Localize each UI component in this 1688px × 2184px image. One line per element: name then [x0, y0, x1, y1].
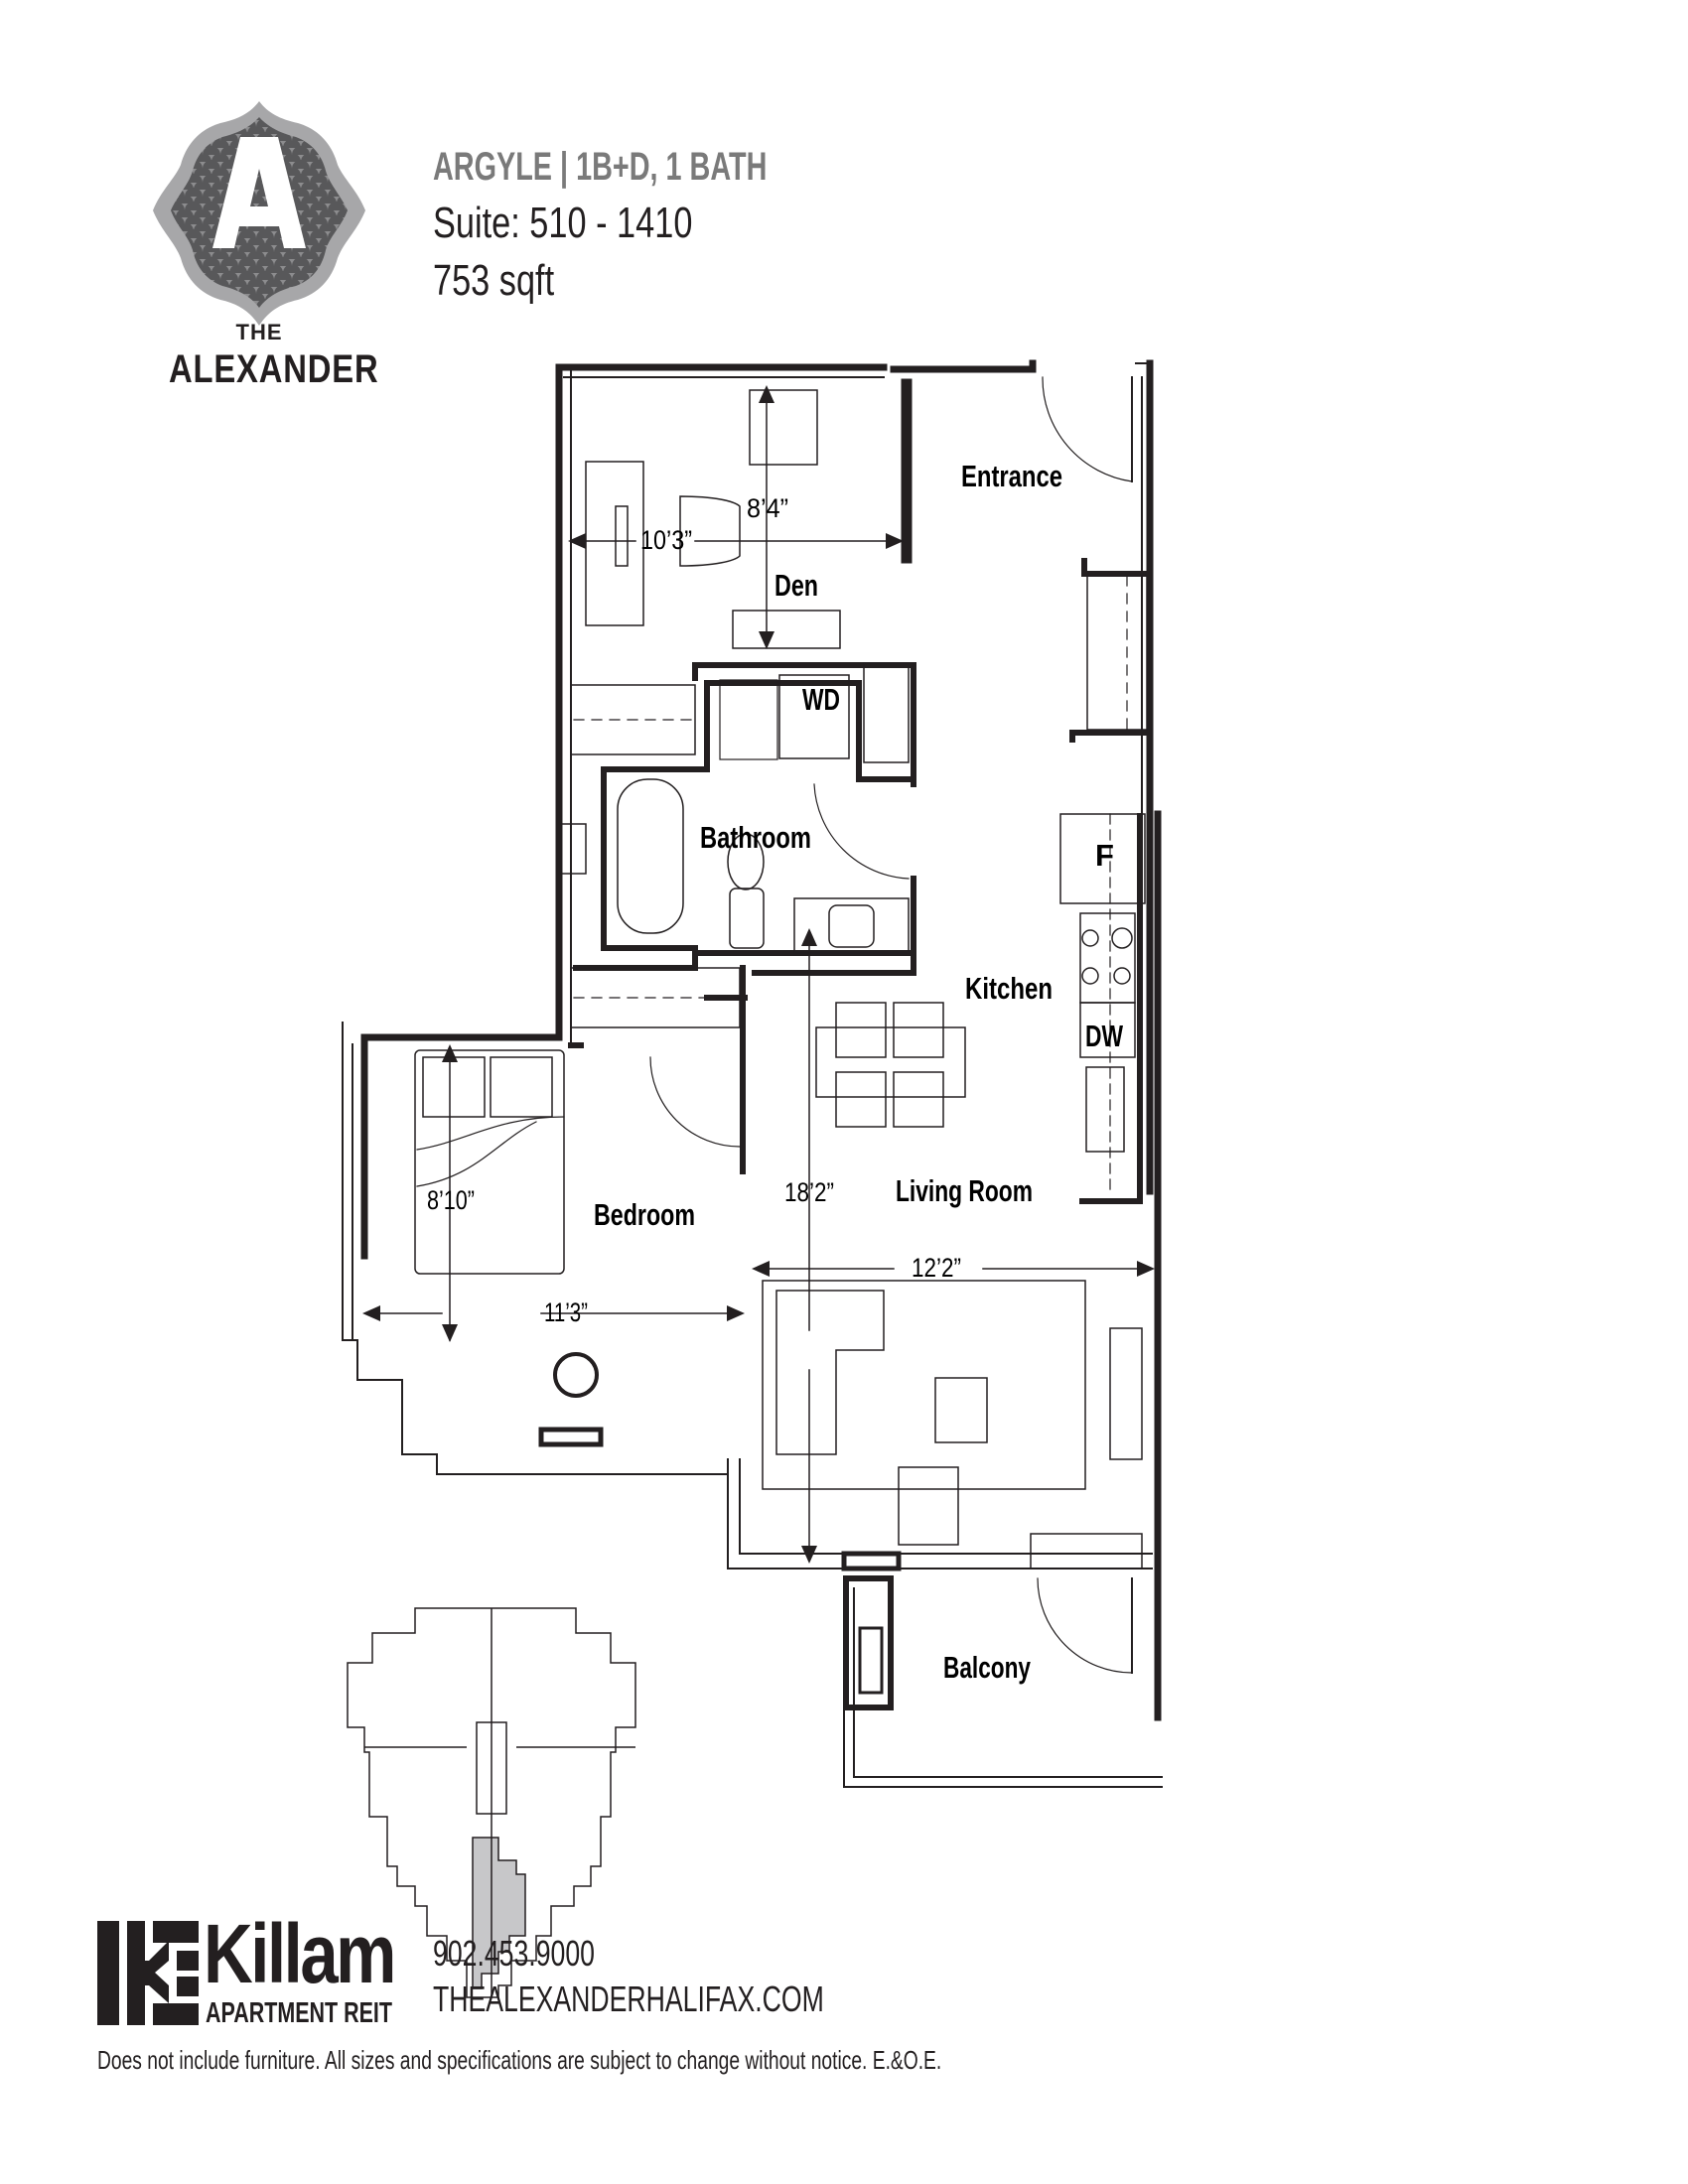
- den-chair: [679, 495, 741, 567]
- killam-wordmark: Killam: [204, 1907, 396, 2000]
- den-desk: [585, 461, 644, 626]
- dim-living-depth: 18’2”: [784, 1177, 834, 1207]
- balcony-planter: [843, 1575, 894, 1710]
- disclaimer-text: Does not include furniture. All sizes an…: [97, 2045, 942, 2075]
- unit-area: 753 sqft: [433, 256, 555, 305]
- logo-the-text: THE: [235, 320, 283, 344]
- exterior-wall-lines: [342, 362, 1163, 1788]
- sectional-sofa: [775, 1290, 885, 1455]
- bathroom-door-swing: [813, 783, 910, 880]
- bed: [414, 1049, 565, 1275]
- plant: [553, 1352, 599, 1398]
- exterior-walls: [360, 359, 1162, 1721]
- den-partition: [901, 378, 913, 564]
- unit-highlight: [472, 1837, 526, 1989]
- bedroom-door-swing: [649, 1056, 741, 1148]
- entrance-door-swing: [1042, 376, 1133, 482]
- label-fridge: F: [1095, 838, 1114, 873]
- kitchen-walls: [1069, 558, 1153, 1204]
- dimension-arrows: [362, 385, 1155, 1564]
- washer-dryer: [778, 674, 850, 759]
- unit-suite: Suite: 510 - 1410: [433, 199, 693, 247]
- stove: [1079, 912, 1136, 1004]
- dining-table: [815, 1026, 966, 1098]
- dim-living-width: 12’2”: [912, 1253, 961, 1283]
- tv-console: [1109, 1327, 1143, 1460]
- vanity: [793, 897, 910, 954]
- vanity-sink: [828, 904, 875, 948]
- dim-bedroom-width: 11’3”: [544, 1297, 588, 1327]
- killam-logo-mark: [97, 1921, 199, 2025]
- killam-subtitle: APARTMENT REIT: [206, 1997, 392, 2029]
- label-washer-dryer: WD: [802, 682, 840, 717]
- living-rug: [762, 1280, 1086, 1490]
- balcony-door-frame: [1030, 1533, 1143, 1570]
- label-den: Den: [774, 568, 818, 603]
- den-armchair: [749, 389, 818, 466]
- dim-bedroom-depth: 8’10”: [427, 1185, 475, 1215]
- dim-den-width: 10’3”: [640, 525, 692, 555]
- label-balcony: Balcony: [943, 1650, 1032, 1685]
- bathtub: [617, 778, 684, 934]
- website-link[interactable]: THEALEXANDERHALIFAX.COM: [433, 1979, 824, 2019]
- toilet: [727, 833, 765, 890]
- label-dishwasher: DW: [1085, 1019, 1124, 1053]
- fridge: [1059, 813, 1146, 904]
- entry-closet: [1086, 575, 1148, 731]
- balcony-door-swing: [1037, 1577, 1133, 1674]
- label-kitchen: Kitchen: [965, 971, 1053, 1006]
- kitchen-sink: [1085, 1066, 1125, 1153]
- duct: [560, 823, 587, 875]
- label-bedroom: Bedroom: [594, 1197, 695, 1232]
- living-armchair: [898, 1466, 959, 1546]
- bathroom-walls: [568, 662, 916, 1174]
- coffee-table: [934, 1377, 988, 1443]
- alexander-logo-badge: [153, 101, 365, 326]
- den-console: [732, 610, 841, 649]
- bedroom-window: [538, 1427, 604, 1447]
- logo-name-text: ALEXANDER: [168, 347, 379, 391]
- label-bathroom: Bathroom: [700, 820, 811, 855]
- label-entrance: Entrance: [961, 459, 1062, 493]
- logo-letter-a: [212, 137, 306, 248]
- unit-title: ARGYLE | 1B+D, 1 BATH: [433, 145, 768, 189]
- dishwasher: [1079, 1002, 1136, 1058]
- building-key-plan: [347, 1607, 636, 1998]
- laundry-sink: [863, 662, 910, 763]
- den-closet: [570, 684, 696, 755]
- living-window: [841, 1551, 902, 1571]
- phone-number[interactable]: 902.453.9000: [433, 1933, 595, 1974]
- label-living-room: Living Room: [896, 1173, 1033, 1208]
- dim-den-depth: 8’4”: [747, 493, 788, 523]
